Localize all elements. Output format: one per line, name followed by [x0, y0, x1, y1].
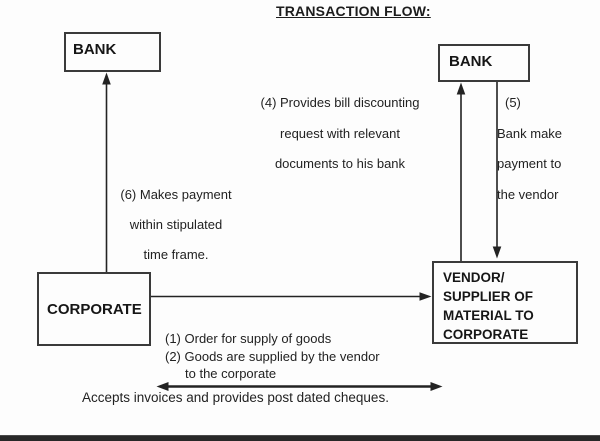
step5-line-1: (5) [505, 95, 521, 110]
diagram-title: TRANSACTION FLOW: [276, 3, 431, 19]
corporate-box: CORPORATE [37, 272, 151, 346]
vendor-label-line-4: CORPORATE [443, 327, 529, 342]
step5-line-2: Bank make [497, 125, 563, 141]
step6-note: (6) Makes payment within stipulated time… [112, 180, 240, 270]
step4-line-1: (4) Provides bill discounting [260, 95, 420, 110]
step3-text: Accepts invoices and provides post dated… [82, 390, 389, 405]
step4-note: (4) Provides bill discounting request wi… [250, 88, 430, 180]
vendor-label-line-3: MATERIAL TO [443, 308, 534, 323]
arrow-right-head-icon [430, 382, 443, 391]
arrow-vendor-to-bank-right [456, 82, 466, 261]
vendor-label-line-2: SUPPLIER OF [443, 289, 534, 304]
bank-right-box: BANK [438, 44, 530, 82]
step4-line-2: request with relevant [280, 125, 400, 141]
step6-line-2: within stipulated [129, 217, 223, 232]
arrow-right-head-icon [419, 292, 432, 301]
arrow-down-head-icon [492, 246, 502, 259]
arrow-corporate-to-vendor [151, 292, 432, 301]
arrow-up-head-icon [456, 82, 466, 95]
step5-line-3: payment to [497, 156, 562, 171]
vendor-label-line-1: VENDOR/ [443, 270, 505, 285]
step4-line-3: documents to his bank [274, 156, 406, 171]
bottom-dark-bar [0, 435, 600, 441]
vendor-box: VENDOR/ SUPPLIER OF MATERIAL TO CORPORAT… [432, 261, 578, 344]
step6-line-1: (6) Makes payment [120, 187, 232, 202]
arrow-corporate-to-bank-left [102, 72, 111, 272]
step1-text: (1) Order for supply of goods [165, 331, 332, 346]
bank-right-label: BANK [449, 53, 493, 70]
step2-continuation-text: to the corporate [185, 366, 277, 381]
corporate-label: CORPORATE [47, 300, 142, 318]
step2-text: (2) Goods are supplied by the vendor [165, 348, 380, 364]
step6-line-3: time frame. [143, 247, 209, 262]
arrow-up-head-icon [102, 72, 111, 85]
steps-1-2-note: (1) Order for supply of goods (2) Goods … [165, 330, 380, 383]
step5-note: (5) Bank make payment to the vendor [497, 88, 587, 210]
bank-left-box: BANK [64, 32, 161, 72]
bank-left-label: BANK [73, 41, 117, 58]
step5-line-4: the vendor [497, 186, 559, 202]
